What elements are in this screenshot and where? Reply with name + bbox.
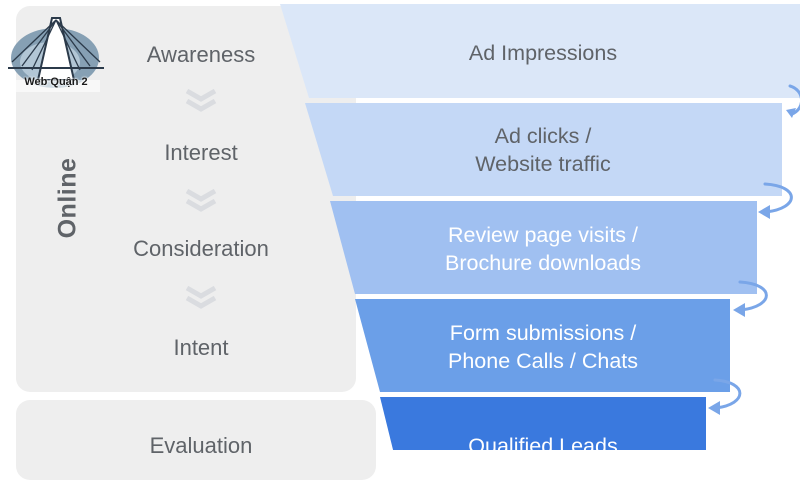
logo-icon bbox=[8, 17, 104, 92]
funnel-level-4 bbox=[355, 299, 730, 392]
funnel-label-review-visits: Review page visits / Brochure downloads bbox=[444, 223, 642, 275]
return-arrow-icon bbox=[788, 84, 800, 116]
funnel-level-3 bbox=[330, 201, 757, 294]
chevron-down-icon bbox=[185, 188, 217, 212]
stage-intent: Intent bbox=[173, 335, 229, 360]
chevron-down-icon bbox=[185, 285, 217, 309]
funnel-level-2 bbox=[305, 103, 782, 196]
chevron-down-icon bbox=[185, 88, 217, 112]
logo-text: Web Quận 2 bbox=[24, 76, 88, 88]
return-arrow-icon bbox=[763, 182, 793, 214]
funnel-label-qualified-leads: Qualified Leads bbox=[468, 434, 618, 458]
funnel-diagram bbox=[280, 4, 800, 450]
funnel-level-1 bbox=[280, 4, 800, 98]
stage-consideration: Consideration bbox=[133, 236, 269, 261]
return-arrow-icon bbox=[713, 378, 742, 410]
stage-awareness: Awareness bbox=[146, 42, 256, 67]
stage-interest: Interest bbox=[164, 140, 238, 165]
return-arrow-icon bbox=[738, 280, 768, 312]
funnel-label-form-submissions: Form submissions / Phone Calls / Chats bbox=[447, 321, 639, 373]
funnel-label-ad-clicks: Ad clicks / Website traffic bbox=[475, 124, 611, 176]
funnel-level-5 bbox=[380, 397, 706, 450]
funnel-label-ad-impressions: Ad Impressions bbox=[468, 41, 618, 65]
